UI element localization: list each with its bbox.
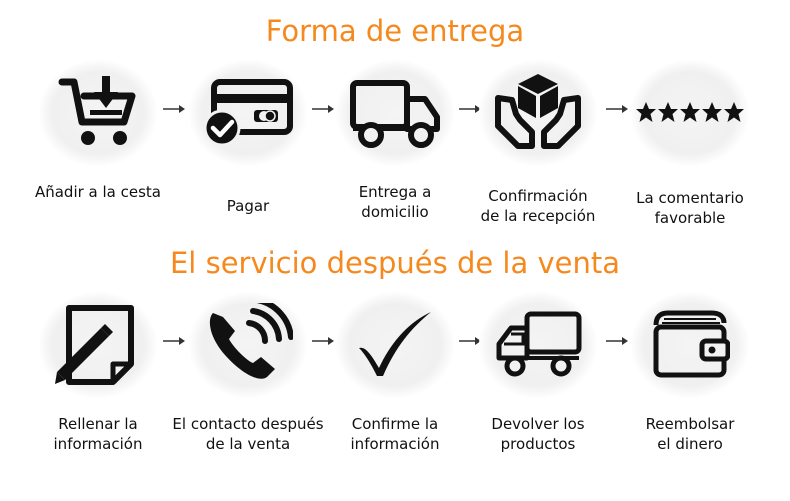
arrow-right-icon	[606, 105, 628, 113]
card-check-icon	[203, 79, 293, 147]
section-title-delivery: Forma de entrega	[265, 14, 525, 48]
step-circle	[39, 292, 157, 398]
hands-box-icon	[495, 74, 581, 149]
step-circle	[479, 60, 597, 166]
arrow-right-icon	[459, 337, 481, 345]
truck-icon	[350, 80, 440, 148]
step-circle	[39, 60, 157, 166]
step-label: Confirme la información	[350, 415, 440, 453]
step-label: Pagar	[226, 197, 270, 215]
arrow-right-icon	[312, 105, 334, 113]
arrow-right-icon	[163, 105, 185, 113]
cart-download-icon	[58, 76, 136, 145]
step-circle	[336, 292, 454, 398]
step-label: La comentario favorable	[636, 189, 744, 227]
note-pencil-icon	[55, 305, 134, 385]
truck-outline-icon	[496, 311, 582, 377]
step-label: Rellenar la información	[53, 415, 143, 453]
phone-icon	[209, 303, 293, 379]
step-label: Añadir a la cesta	[34, 183, 162, 201]
step-label: Confirmación de la recepción	[480, 187, 596, 225]
step-circle	[631, 60, 749, 166]
step-circle	[631, 292, 749, 398]
wallet-icon	[653, 310, 730, 378]
step-label: El contacto después de la venta	[172, 415, 324, 453]
arrow-right-icon	[312, 337, 334, 345]
arrow-right-icon	[606, 337, 628, 345]
step-circle	[189, 60, 307, 166]
after-sales-steps-row: Rellenar la información El contacto desp…	[0, 292, 790, 462]
checkmark-icon	[359, 312, 431, 376]
step-circle	[189, 292, 307, 398]
section-title-after-sales: El servicio después de la venta	[169, 246, 620, 280]
step-circle	[479, 292, 597, 398]
arrow-right-icon	[459, 105, 481, 113]
step-label: Entrega a domicilio	[358, 183, 432, 221]
arrow-right-icon	[163, 337, 185, 345]
step-label: Devolver los productos	[491, 415, 585, 453]
delivery-steps-row: Añadir a la cesta Pagar	[0, 60, 790, 230]
step-label: Reembolsar el dinero	[645, 415, 735, 453]
five-stars-icon	[636, 102, 744, 122]
step-circle	[336, 60, 454, 166]
